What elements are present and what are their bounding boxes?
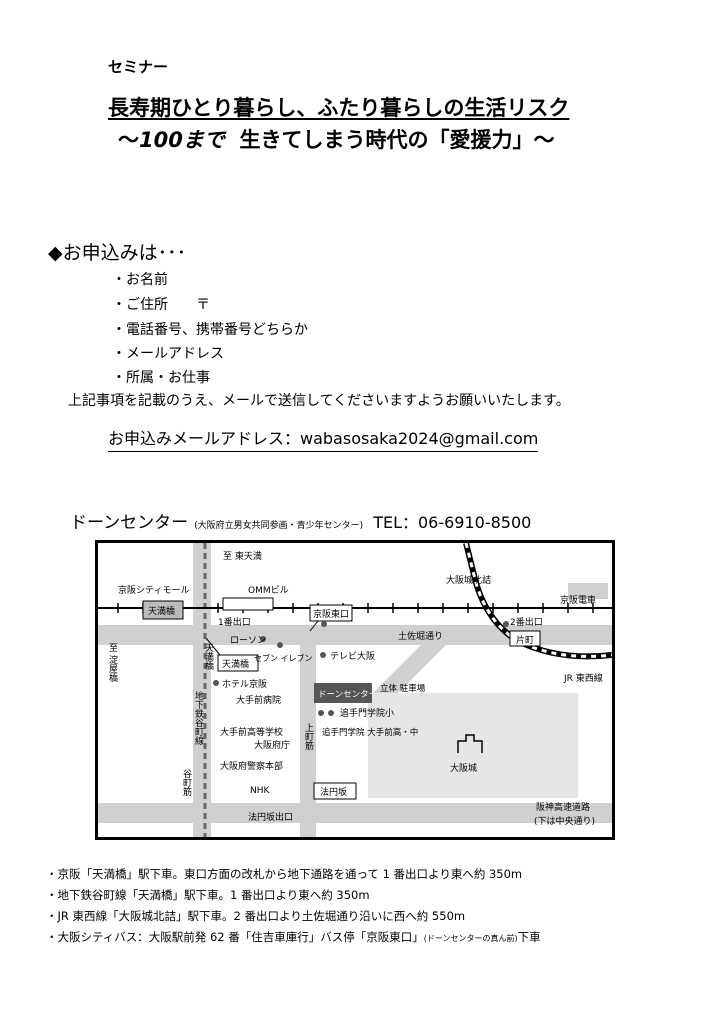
tenmabashi-building [142, 600, 184, 620]
access-line: ・大阪シティバス：大阪駅前発 62 番「住吉車庫行」バス停「京阪東口」(ドーンセ… [46, 929, 541, 945]
map-label-keihan-line: 京阪電車 [560, 594, 596, 606]
application-instruction: 上記事項を記載のうえ、メールで送信してくださいますようお願いいたします。 [68, 393, 570, 409]
keihan-higashiguchi-pointer [309, 620, 319, 632]
map-label-tosabori: 土佐堀通り [398, 630, 443, 642]
map-label-exit2: 2番出口 [510, 616, 543, 628]
map-label-seven: セブン イレブン [254, 653, 313, 663]
venue-name: ドーンセンター [70, 513, 189, 533]
map-label-tenmabashi-box: 天満橋 [148, 605, 175, 617]
subtitle-strong: 100まで [139, 128, 225, 152]
map-label-city-mall: 京阪シティモール [118, 584, 189, 596]
map-label-omm: OMMビル [248, 585, 289, 596]
item-text: ・電話番号、携帯番号どちらか [112, 322, 308, 338]
page-title: 長寿期ひとり暮らし、ふたり暮らしの生活リスク [108, 96, 570, 120]
map-label-tenmabashi-vertical: 天満橋 [203, 643, 214, 671]
map-label-tv-osaka: テレビ大阪 [330, 650, 375, 662]
application-item: ・ご住所 〒 [112, 294, 210, 314]
map-label-hanshin: 阪神高速道路 [536, 801, 590, 813]
map-label-dawn-center: ドーンセンター [318, 690, 377, 700]
access-after: 下車 [517, 930, 541, 944]
access-line: ・京阪「天満橋」駅下車。東口方面の改札から地下通路を通って 1 番出口より東へ約… [46, 867, 523, 881]
keihan-higashiguchi-box [309, 604, 353, 622]
map-label-yodoyabashi: 至 淀屋橋 [107, 643, 118, 683]
omm-building [222, 597, 274, 611]
map-label-hanshin-under: (下は中央通り) [534, 815, 595, 827]
seminar-label: セミナー [108, 58, 169, 76]
map-label-tanimachi: 谷町筋 [181, 769, 192, 797]
venue-tel: TEL：06-6910-8500 [373, 513, 532, 532]
map-label-exit1: 1番出口 [218, 616, 251, 628]
road-tosabori [98, 625, 612, 645]
map-label-osaka-pref: 大阪府庁 [254, 739, 290, 751]
map-label-nhk: NHK [250, 786, 271, 796]
map-label-jr-line: JR 東西線 [563, 672, 603, 684]
map-label-uemachi: 上町筋 [303, 723, 314, 751]
map-label-hoenzaka-exit: 法円坂出口 [248, 811, 293, 823]
access-text: ・大阪シティバス：大阪駅前発 62 番「住吉車庫行」バス停「京阪東口」 [46, 930, 424, 944]
subtitle-gap [225, 128, 240, 152]
map-label-hotel-keihan: ホテル京阪 [222, 678, 267, 690]
katamachi-box [509, 630, 541, 647]
map-label-hoenzaka: 法円坂 [320, 786, 347, 798]
venue-subname: (大阪府立男女共同参画・青少年センター) [194, 521, 364, 531]
item-text: ・所属・お仕事 [112, 370, 210, 386]
item-text: ・お名前 [112, 272, 168, 288]
road-keihan-east [568, 583, 608, 599]
item-text: ・ご住所 [112, 297, 168, 313]
map-label-police-hq: 大阪府警察本部 [220, 760, 283, 772]
map-label-otemae-hospital: 大手前病院 [236, 694, 281, 706]
tenmabashi-station-box [217, 654, 259, 672]
application-item: ・お名前 [112, 269, 168, 289]
map-label-katamachi: 片町 [516, 634, 534, 646]
map-label-higashi-tenma: 至 東天満 [223, 550, 262, 562]
map-label-subway: 地下鉄谷町線 [193, 690, 204, 745]
application-heading: ◆お申込みは･･･ [48, 242, 187, 264]
venue-line: ドーンセンター (大阪府立男女共同参画・青少年センター) TEL：06-6910-8… [70, 508, 531, 533]
castle-icon [457, 734, 483, 753]
map-label-tenmabashi-station: 天満橋 [222, 658, 249, 670]
access-line: ・JR 東西線「大阪城北詰」駅下車。2 番出口より土佐堀通り沿いに西へ約 550… [46, 909, 466, 923]
map-svg: 至 東天満 京阪シティモール OMMビル 天満橋 1番出口 京阪東口 大阪城北詰… [98, 543, 612, 837]
page-subtitle: ～100まで 生きてしまう時代の「愛援力」～ [118, 124, 554, 154]
road-uemachi [300, 638, 316, 837]
tenmabashi-pointer [205, 637, 221, 656]
hoenzaka-box [313, 782, 357, 800]
map-label-otemon: 追手門学院小 [340, 707, 394, 719]
map-label-osakajo: 大阪城 [450, 762, 477, 774]
application-item: ・所属・お仕事 [112, 367, 210, 387]
application-item: ・電話番号、携帯番号どちらか [112, 319, 308, 339]
access-map: 至 東天満 京阪シティモール OMMビル 天満橋 1番出口 京阪東口 大阪城北詰… [95, 540, 615, 840]
access-line: ・地下鉄谷町線「天満橋」駅下車。1 番出口より東へ約 350m [46, 888, 370, 902]
map-label-osakajo-kitazume: 大阪城北詰 [446, 574, 491, 586]
application-email: お申込みメールアドレス：wabasosaka2024@gmail.com [108, 425, 539, 452]
postal-mark: 〒 [196, 297, 210, 313]
osakajo-park [368, 693, 578, 798]
dawn-center-building [314, 683, 372, 703]
road-chuo [98, 803, 612, 823]
map-label-keihan-higashiguchi: 京阪東口 [313, 608, 349, 620]
subtitle-rest: 生きてしまう時代の「愛援力」～ [239, 128, 555, 152]
road-tanimachi [193, 543, 211, 837]
access-note: (ドーンセンターの真ん前) [423, 934, 518, 943]
map-dots [213, 621, 509, 716]
road-diagonal [373, 638, 453, 693]
map-label-otemon-hs: 追手門学院 大手前高・中 [322, 727, 418, 738]
item-text: ・メールアドレス [112, 346, 224, 362]
map-label-otemae-hs: 大手前高等学校 [220, 726, 283, 738]
subtitle-prefix: ～ [118, 128, 139, 152]
map-label-lawson: ローソン [230, 636, 266, 646]
application-item: ・メールアドレス [112, 343, 224, 363]
map-label-parking: 立体 駐車場 [380, 683, 426, 694]
